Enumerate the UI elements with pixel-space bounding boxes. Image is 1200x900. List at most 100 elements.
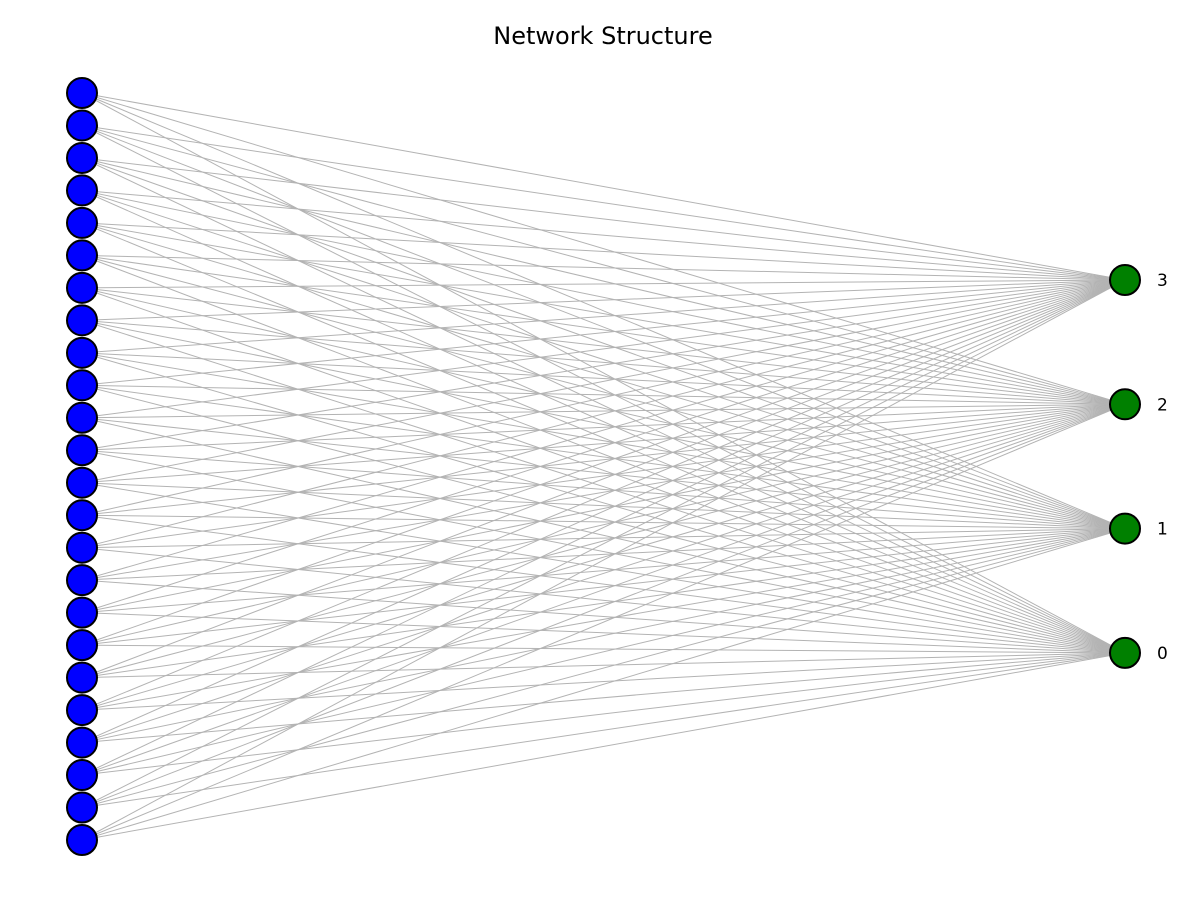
edge-input-0-to-output-1 <box>81 92 1126 530</box>
edge-input-0-to-output-2 <box>81 92 1126 405</box>
edge-input-19-to-output-2 <box>81 403 1126 711</box>
edge-input-1-to-output-3 <box>81 124 1126 281</box>
edge-input-2-to-output-0 <box>81 157 1126 654</box>
edge-input-13-to-output-1 <box>81 514 1126 530</box>
edge-input-4-to-output-2 <box>81 222 1126 405</box>
edge-input-14-to-output-1 <box>81 528 1126 549</box>
edge-input-21-to-output-2 <box>81 403 1126 776</box>
edge-input-18-to-output-1 <box>81 528 1126 679</box>
output-node-label: 0 <box>1157 644 1168 664</box>
edge-input-7-to-output-2 <box>81 319 1126 405</box>
edge-input-15-to-output-2 <box>81 403 1126 581</box>
edge-input-1-to-output-0 <box>81 125 1126 654</box>
edge-input-14-to-output-3 <box>81 279 1126 549</box>
edge-input-16-to-output-2 <box>81 403 1126 614</box>
edge-input-17-to-output-3 <box>81 279 1126 646</box>
input-node-11 <box>66 434 98 467</box>
edge-input-21-to-output-1 <box>81 528 1126 776</box>
edge-input-3-to-output-3 <box>81 189 1126 281</box>
edge-input-19-to-output-1 <box>81 528 1126 711</box>
edge-input-22-to-output-0 <box>81 652 1126 809</box>
edge-input-17-to-output-0 <box>81 644 1126 654</box>
input-node-22 <box>66 791 98 824</box>
edge-input-12-to-output-0 <box>81 482 1126 654</box>
input-node-2 <box>66 141 98 174</box>
output-node-1 <box>1109 512 1141 545</box>
edge-input-8-to-output-2 <box>81 352 1126 405</box>
edge-input-0-to-output-0 <box>81 92 1126 654</box>
edge-input-4-to-output-0 <box>81 222 1126 654</box>
edge-input-23-to-output-1 <box>81 528 1126 841</box>
input-node-5 <box>66 239 98 272</box>
output-node-label: 2 <box>1157 395 1168 415</box>
edge-input-2-to-output-2 <box>81 157 1126 405</box>
edge-input-20-to-output-0 <box>81 652 1126 744</box>
edge-input-20-to-output-1 <box>81 528 1126 744</box>
edge-input-6-to-output-2 <box>81 287 1126 405</box>
edge-input-17-to-output-1 <box>81 528 1126 646</box>
edge-input-23-to-output-3 <box>81 279 1126 841</box>
input-node-0 <box>66 77 98 109</box>
edge-input-21-to-output-0 <box>81 652 1126 776</box>
edge-input-3-to-output-2 <box>81 189 1126 405</box>
edge-input-13-to-output-0 <box>81 514 1126 654</box>
edge-input-9-to-output-0 <box>81 384 1126 654</box>
edge-input-5-to-output-1 <box>81 254 1126 530</box>
edge-input-11-to-output-2 <box>81 403 1126 451</box>
input-node-19 <box>66 694 98 727</box>
edge-group <box>81 92 1126 841</box>
output-node-label: 1 <box>1157 520 1168 540</box>
input-node-16 <box>66 596 98 629</box>
input-node-13 <box>66 499 98 532</box>
edge-input-12-to-output-3 <box>81 279 1126 484</box>
edge-input-18-to-output-3 <box>81 279 1126 679</box>
edge-input-23-to-output-0 <box>81 652 1126 841</box>
edge-input-2-to-output-3 <box>81 157 1126 281</box>
edge-input-16-to-output-1 <box>81 528 1126 614</box>
input-node-20 <box>66 726 98 759</box>
edge-input-9-to-output-1 <box>81 384 1126 530</box>
edge-input-10-to-output-0 <box>81 417 1126 654</box>
edge-input-12-to-output-1 <box>81 482 1126 530</box>
edge-input-15-to-output-1 <box>81 528 1126 581</box>
edge-input-6-to-output-3 <box>81 279 1126 289</box>
edge-input-18-to-output-2 <box>81 403 1126 679</box>
edge-input-11-to-output-1 <box>81 449 1126 530</box>
edge-input-19-to-output-0 <box>81 652 1126 711</box>
edge-input-17-to-output-2 <box>81 403 1126 646</box>
edge-input-6-to-output-1 <box>81 287 1126 530</box>
edge-input-19-to-output-3 <box>81 279 1126 711</box>
edge-input-6-to-output-0 <box>81 287 1126 654</box>
edge-input-5-to-output-2 <box>81 254 1126 405</box>
edge-input-4-to-output-1 <box>81 222 1126 530</box>
input-node-6 <box>66 271 98 304</box>
edge-input-20-to-output-3 <box>81 279 1126 744</box>
edge-input-9-to-output-2 <box>81 384 1126 405</box>
edge-input-4-to-output-3 <box>81 222 1126 281</box>
edge-input-8-to-output-3 <box>81 279 1126 354</box>
input-node-18 <box>66 661 98 694</box>
edge-input-21-to-output-3 <box>81 279 1126 776</box>
edge-input-1-to-output-1 <box>81 125 1126 530</box>
input-node-12 <box>66 466 98 499</box>
edge-input-22-to-output-3 <box>81 279 1126 808</box>
edge-input-11-to-output-3 <box>81 279 1126 451</box>
edge-input-0-to-output-3 <box>81 92 1126 281</box>
edge-input-2-to-output-1 <box>81 157 1126 530</box>
edge-input-3-to-output-0 <box>81 189 1126 654</box>
edge-input-23-to-output-2 <box>81 403 1126 841</box>
diagram-title: Network Structure <box>493 22 712 50</box>
edge-input-5-to-output-3 <box>81 254 1126 281</box>
output-node-label: 3 <box>1157 271 1168 291</box>
edge-input-14-to-output-0 <box>81 547 1126 654</box>
edge-input-11-to-output-0 <box>81 449 1126 654</box>
edge-input-9-to-output-3 <box>81 279 1126 386</box>
edge-input-8-to-output-0 <box>81 352 1126 654</box>
edge-input-22-to-output-1 <box>81 528 1126 809</box>
edge-input-3-to-output-1 <box>81 189 1126 530</box>
edge-input-14-to-output-2 <box>81 403 1126 549</box>
output-node-2 <box>1109 388 1141 421</box>
edge-input-10-to-output-3 <box>81 279 1126 419</box>
edge-input-20-to-output-2 <box>81 403 1126 744</box>
